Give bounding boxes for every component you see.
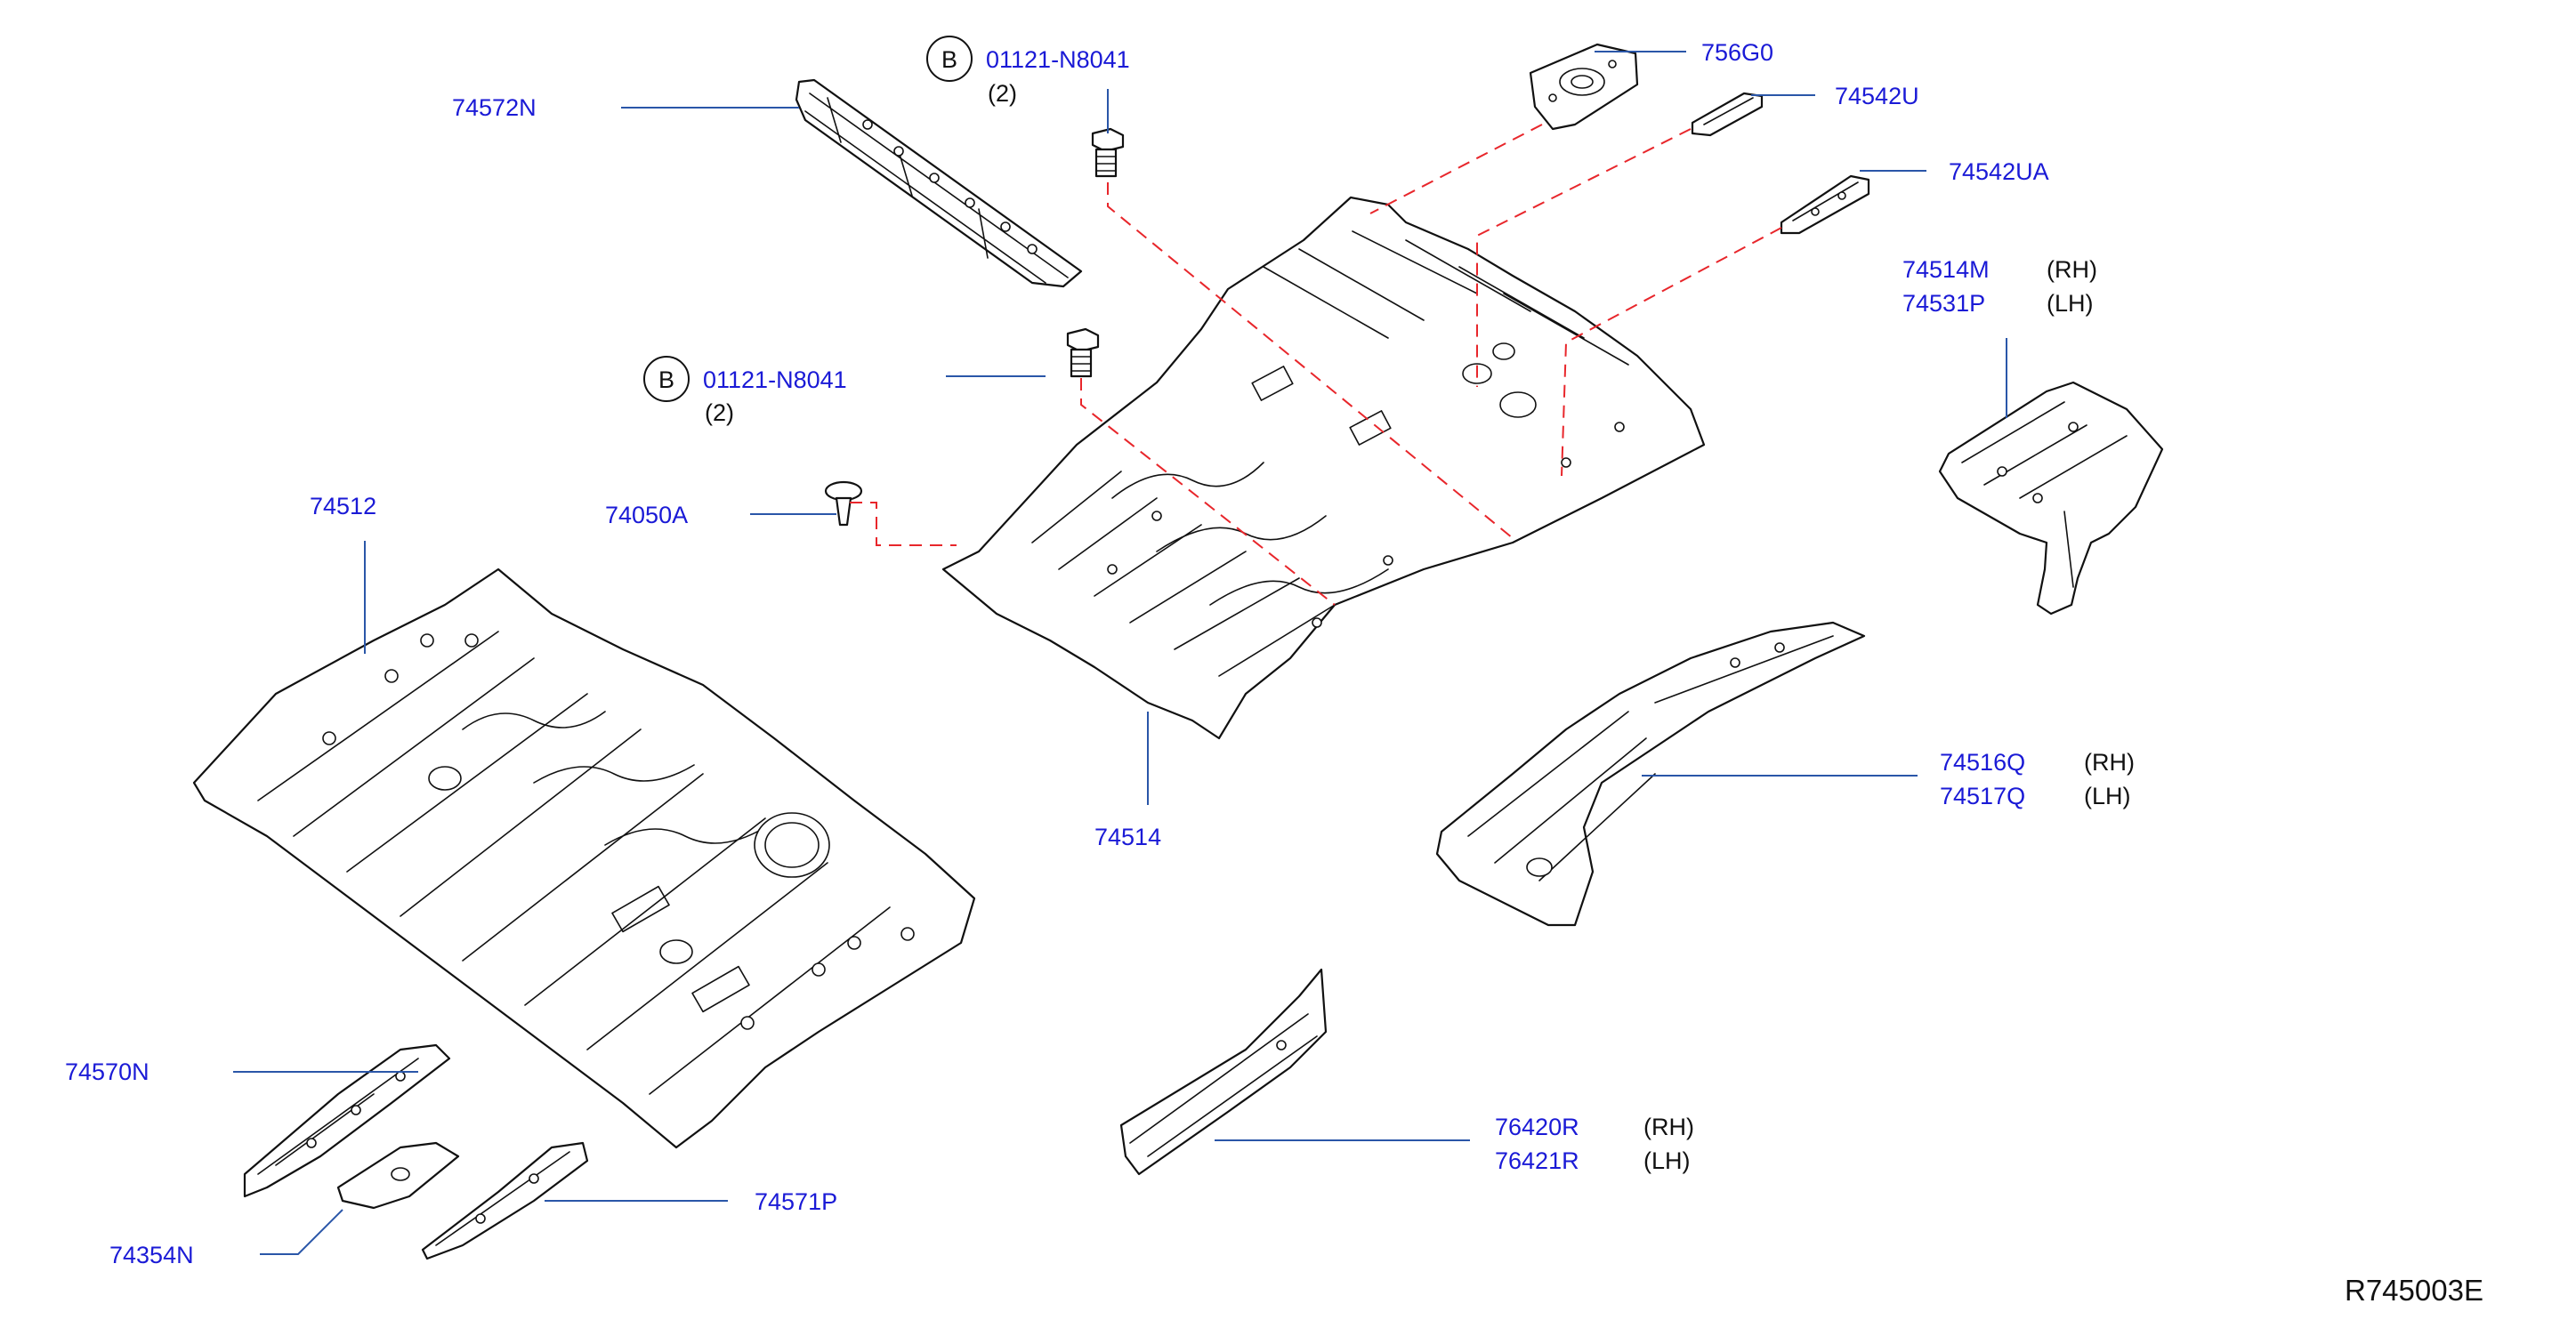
clip-74050A-icon [824, 480, 863, 527]
label-76420R[interactable]: 76420R [1495, 1114, 1579, 1140]
label-74514[interactable]: 74514 [1094, 824, 1161, 850]
bolt-symbol-top: B [941, 46, 957, 73]
bolt-mid-icon [1066, 327, 1100, 378]
side-76421R: (LH) [1643, 1147, 1691, 1174]
label-76421R[interactable]: 76421R [1495, 1147, 1579, 1174]
label-74514M[interactable]: 74514M [1902, 256, 1990, 283]
label-74542UA[interactable]: 74542UA [1949, 158, 2049, 185]
label-74572N[interactable]: 74572N [452, 94, 537, 121]
bolt-top-icon [1091, 127, 1125, 178]
label-74512[interactable]: 74512 [310, 493, 376, 519]
part-74542U-bracket [1691, 92, 1764, 137]
part-74542UA-bracket [1780, 174, 1870, 235]
bolt-symbol-circle-mid [643, 356, 690, 402]
part-74572N-rail [795, 78, 1083, 288]
part-74512-front-floor [192, 567, 976, 1149]
label-74516Q[interactable]: 74516Q [1940, 749, 2025, 776]
leader-lines [233, 51, 2007, 1255]
label-74542U[interactable]: 74542U [1835, 83, 1919, 109]
bolt-symbol-circle-top [926, 36, 973, 82]
label-756G0[interactable]: 756G0 [1701, 39, 1773, 66]
label-74571P[interactable]: 74571P [755, 1188, 837, 1215]
qty-bolt-mid: (2) [705, 399, 734, 426]
label-bolt-top[interactable]: 01121-N8041 [986, 46, 1130, 73]
part-76420R-extension [1119, 968, 1328, 1176]
side-74531P: (LH) [2047, 290, 2094, 317]
bolt-symbol-mid: B [658, 366, 674, 393]
label-74354N[interactable]: 74354N [109, 1242, 194, 1268]
label-74517Q[interactable]: 74517Q [1940, 783, 2025, 809]
part-756G0-bracket [1529, 43, 1639, 131]
label-74050A[interactable]: 74050A [605, 502, 688, 528]
label-bolt-mid[interactable]: 01121-N8041 [703, 366, 847, 393]
qty-bolt-top: (2) [988, 80, 1017, 107]
side-76420R: (RH) [1643, 1114, 1694, 1140]
part-74516Q-member [1435, 621, 1866, 927]
side-74517Q: (LH) [2084, 783, 2131, 809]
part-74571P-member [421, 1141, 589, 1260]
diagram-reference: R745003E [2345, 1274, 2483, 1307]
label-74570N[interactable]: 74570N [65, 1058, 149, 1085]
side-74516Q: (RH) [2084, 749, 2135, 776]
side-74514M: (RH) [2047, 256, 2097, 283]
dashed-links [850, 124, 1782, 606]
part-74354N-plate [336, 1141, 460, 1210]
part-74514-rear-floor [941, 196, 1706, 740]
label-74531P[interactable]: 74531P [1902, 290, 1985, 317]
part-74514M-bracket [1938, 381, 2164, 616]
